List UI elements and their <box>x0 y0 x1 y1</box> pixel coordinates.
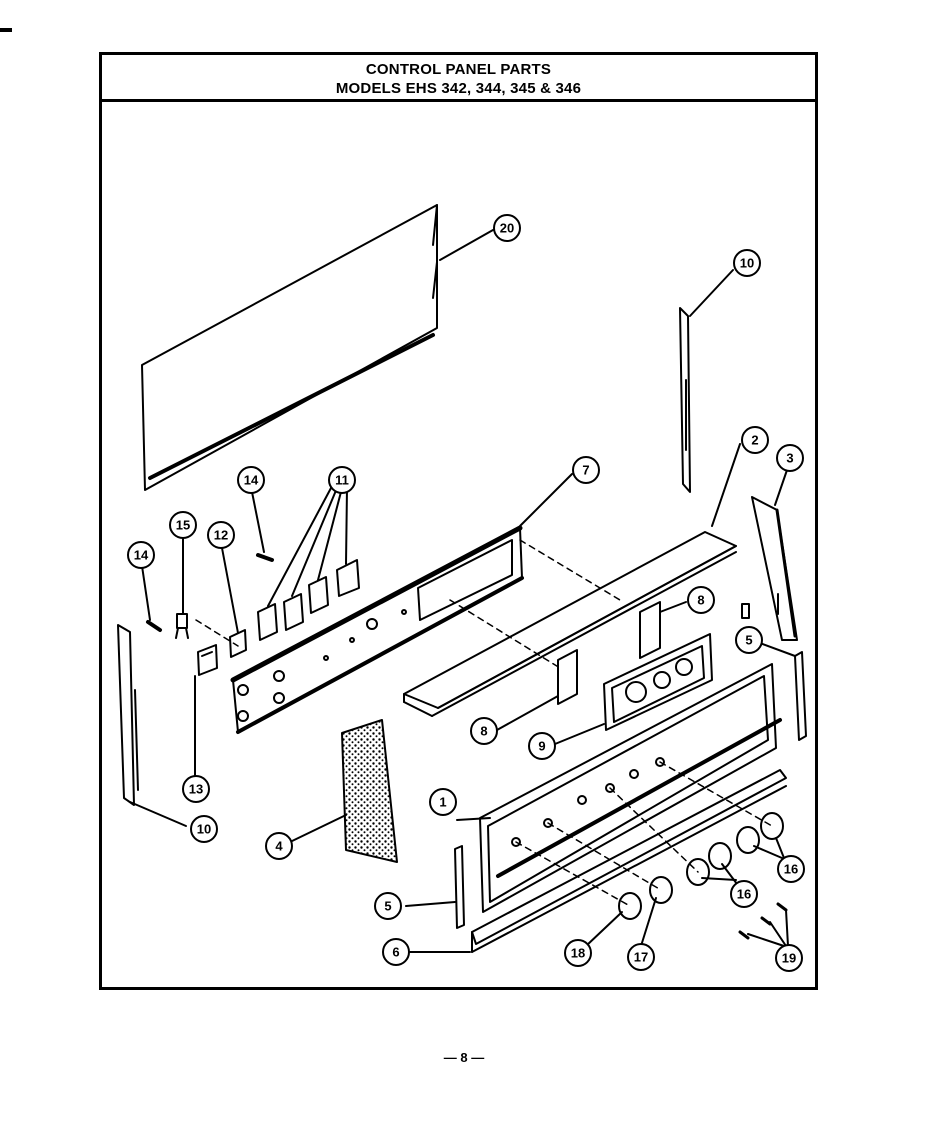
alignment-lines <box>195 539 773 907</box>
part-5-left-strip <box>454 845 465 929</box>
part-20-top-panel <box>141 204 438 491</box>
callout-11: 11 <box>335 473 349 488</box>
part-10-right-trim <box>679 307 691 493</box>
callout-16-left: 16 <box>737 887 751 902</box>
callout-15: 15 <box>176 518 190 533</box>
part-4-filter <box>341 719 398 863</box>
callout-2: 2 <box>751 433 758 448</box>
part-13-block <box>197 644 218 676</box>
diagram-subtitle: MODELS EHS 342, 344, 345 & 346 <box>335 80 582 97</box>
callout-14-lower: 14 <box>134 548 149 563</box>
callout-5-left: 5 <box>384 899 391 914</box>
part-5-right-strip <box>794 651 807 741</box>
part-8-brackets <box>557 601 661 705</box>
leader-lines <box>129 229 796 953</box>
callout-17: 17 <box>634 950 648 965</box>
callout-1: 1 <box>439 795 446 810</box>
part-6-bottom-trim <box>471 769 787 953</box>
part-19-clips <box>738 902 788 940</box>
diagram-title: CONTROL PANEL PARTS <box>365 61 552 78</box>
callout-5-right: 5 <box>745 633 752 648</box>
callout-13: 13 <box>189 782 203 797</box>
callout-19: 19 <box>782 951 796 966</box>
callout-10-right: 10 <box>740 256 754 271</box>
callout-3: 3 <box>786 451 793 466</box>
part-3-side-bracket <box>741 496 798 641</box>
callout-16-right: 16 <box>784 862 798 877</box>
callout-4: 4 <box>275 839 283 854</box>
part-7-control-bracket <box>230 525 524 734</box>
title-block: CONTROL PANEL PARTS MODELS EHS 342, 344,… <box>102 55 815 102</box>
callout-14-upper: 14 <box>244 473 259 488</box>
corner-mark <box>0 28 12 32</box>
callout-20: 20 <box>500 221 514 236</box>
part-9-gauge-panel <box>603 633 713 731</box>
callout-12: 12 <box>214 528 228 543</box>
callout-10-left: 10 <box>197 822 211 837</box>
callout-8-right: 8 <box>697 593 704 608</box>
page-number: — 8 — <box>443 1050 485 1065</box>
part-1-front-panel <box>479 663 782 913</box>
part-2-channel <box>403 531 737 717</box>
diagram-frame: CONTROL PANEL PARTS MODELS EHS 342, 344,… <box>99 52 818 990</box>
part-14-screws <box>146 553 274 632</box>
callout-circles <box>127 214 805 972</box>
callout-18: 18 <box>571 946 585 961</box>
callout-9: 9 <box>538 739 545 754</box>
callout-8-left: 8 <box>480 724 487 739</box>
part-10-left-trim <box>117 624 139 806</box>
callout-6: 6 <box>392 945 399 960</box>
part-11-switches <box>257 559 360 641</box>
part-12-block <box>229 629 247 658</box>
callout-7: 7 <box>582 463 589 478</box>
